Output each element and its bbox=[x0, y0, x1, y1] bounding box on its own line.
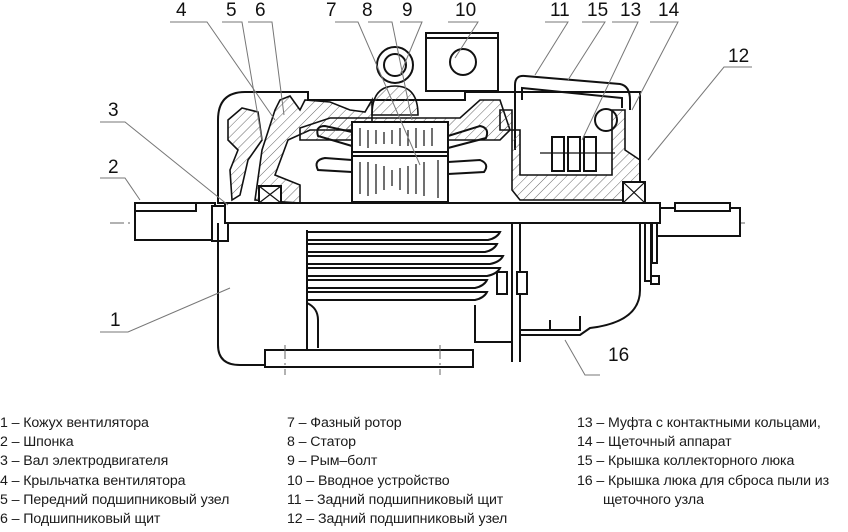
legend-column-2: 7 – Фазный ротор 8 – Статор 9 – Рым–болт… bbox=[287, 414, 507, 529]
legend-item-3: 3 – Вал электродвигателя bbox=[0, 453, 169, 470]
legend-item-2: 2 – Шпонка bbox=[0, 434, 74, 451]
callout-9: 9 bbox=[402, 0, 413, 21]
legend-item-7: 7 – Фазный ротор bbox=[287, 415, 402, 431]
legend-item-12: 12 – Задний подшипниковый узел bbox=[287, 511, 508, 528]
dust-hatch-cover bbox=[520, 223, 641, 336]
terminal-lug-right bbox=[516, 271, 528, 295]
mounting-foot bbox=[264, 349, 474, 368]
callout-7: 7 bbox=[326, 0, 337, 21]
front-bearing bbox=[258, 185, 282, 204]
legend-item-4: 4 – Крыльчатка вентилятора bbox=[0, 472, 186, 489]
legend-item-16-continued: щеточного узла bbox=[603, 491, 704, 508]
callout-11: 11 bbox=[550, 0, 570, 21]
legend-item-10: 10 – Вводное устройство bbox=[287, 472, 450, 489]
legend-item-5: 5 – Передний подшипниковый узел bbox=[0, 491, 230, 508]
callout-5: 5 bbox=[226, 0, 237, 21]
legend-item-1: 1 – Кожух вентилятора bbox=[0, 415, 149, 431]
legend-column-3: 13 – Муфта с контактными кольцами, 14 – … bbox=[577, 414, 829, 510]
callout-6: 6 bbox=[255, 0, 266, 21]
callout-3: 3 bbox=[108, 100, 119, 121]
terminal-box bbox=[425, 32, 499, 92]
callout-10: 10 bbox=[455, 0, 476, 21]
legend-item-11: 11 – Задний подшипниковый щит bbox=[287, 491, 504, 508]
legend-item-14: 14 – Щеточный аппарат bbox=[577, 434, 732, 451]
legend-item-9: 9 – Рым–болт bbox=[287, 453, 378, 470]
collector-hatch-cover bbox=[514, 74, 631, 150]
cooling-fins bbox=[306, 230, 512, 350]
rear-bearing-shield bbox=[499, 109, 641, 201]
stator-rotor-core bbox=[315, 121, 489, 203]
slip-ring-assembly bbox=[540, 108, 618, 172]
legend-column-1: 1 – Кожух вентилятора 2 – Шпонка 3 – Вал… bbox=[0, 414, 229, 529]
callout-1: 1 bbox=[110, 310, 121, 331]
eye-bolt bbox=[371, 46, 419, 116]
callout-4: 4 bbox=[176, 0, 187, 21]
legend-item-6: 6 – Подшипниковый щит bbox=[0, 511, 161, 528]
legend-item-15: 15 – Крышка коллекторного люка bbox=[577, 453, 795, 470]
legend-item-16: 16 – Крышка люка для сброса пыли из bbox=[577, 472, 829, 489]
leader-lines bbox=[100, 21, 752, 376]
terminal-lug-left bbox=[496, 271, 508, 295]
motor-housing-lower bbox=[217, 223, 265, 366]
rear-flange bbox=[644, 222, 660, 285]
motor-cross-section-drawing: 4 5 6 7 8 9 10 11 15 13 14 12 3 2 1 16 bbox=[100, 0, 752, 376]
callout-16: 16 bbox=[608, 345, 629, 366]
callout-15: 15 bbox=[587, 0, 608, 21]
shaft-left-end bbox=[134, 202, 229, 242]
legend-item-8: 8 – Статор bbox=[287, 434, 356, 451]
rear-bearing bbox=[622, 181, 646, 204]
parts-legend: 1 – Кожух вентилятора 2 – Шпонка 3 – Вал… bbox=[0, 414, 848, 532]
shaft-right-end bbox=[654, 202, 741, 237]
legend-item-13: 13 – Муфта с контактными кольцами, bbox=[577, 415, 821, 431]
callout-8: 8 bbox=[362, 0, 373, 21]
callout-13: 13 bbox=[620, 0, 641, 21]
callout-12: 12 bbox=[728, 46, 749, 67]
shaft-section bbox=[224, 202, 661, 224]
callout-2: 2 bbox=[108, 157, 119, 178]
callout-14: 14 bbox=[658, 0, 680, 21]
fan-impeller bbox=[227, 107, 263, 202]
